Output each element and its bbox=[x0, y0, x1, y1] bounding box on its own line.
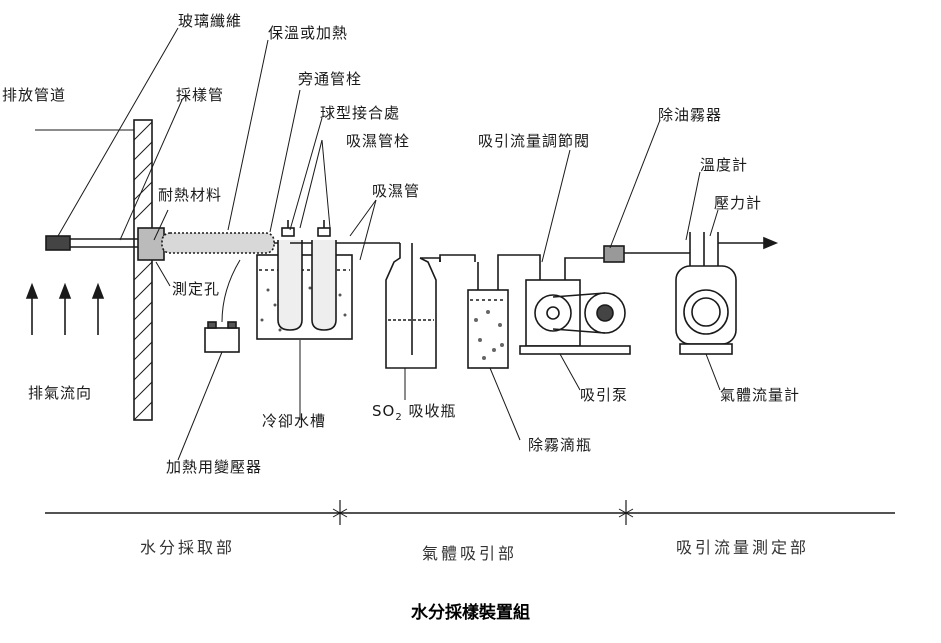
label-absorb-cock: 吸濕管栓 bbox=[346, 132, 411, 150]
label-pressure-gauge: 壓力計 bbox=[714, 194, 763, 212]
so2-bottle bbox=[385, 243, 476, 369]
duct-wall bbox=[133, 119, 153, 421]
heating-transformer bbox=[204, 259, 241, 353]
label-exhaust-flow: 排氣流向 bbox=[28, 384, 93, 402]
suction-pump bbox=[519, 257, 631, 355]
label-bypass-cock: 旁通管栓 bbox=[298, 70, 363, 88]
label-gas-meter: 氣體流量計 bbox=[720, 386, 801, 404]
mist-bottle bbox=[467, 254, 541, 369]
leader-lines bbox=[57, 27, 721, 461]
label-so2-bottle: SO2 吸收瓶 bbox=[372, 402, 457, 423]
label-suction-pump: 吸引泵 bbox=[580, 386, 629, 404]
section-gas-suction: 氣體吸引部 bbox=[422, 544, 518, 563]
oil-mist-remover bbox=[603, 245, 690, 263]
label-exhaust-duct: 排放管道 bbox=[2, 86, 67, 104]
section-flow-measurement: 吸引流量測定部 bbox=[676, 538, 810, 557]
label-ball-joint: 球型接合處 bbox=[320, 104, 401, 122]
label-cooling-bath: 冷卻水槽 bbox=[262, 412, 327, 430]
section-water-sampling: 水分採取部 bbox=[140, 538, 236, 557]
figure-caption: 水分採樣裝置組 bbox=[411, 603, 530, 623]
label-thermometer: 溫度計 bbox=[700, 156, 749, 174]
label-insulate-heat: 保溫或加熱 bbox=[268, 24, 349, 42]
label-mist-bottle: 除霧滴瓶 bbox=[528, 436, 593, 454]
section-divider bbox=[45, 500, 895, 525]
label-test-hole: 測定孔 bbox=[172, 280, 221, 298]
flow-arrows bbox=[25, 282, 105, 335]
label-sampling-tube: 採樣管 bbox=[176, 86, 225, 104]
cooling-bath bbox=[256, 220, 400, 340]
label-flow-valve: 吸引流量調節閥 bbox=[478, 132, 591, 150]
label-oil-mist-remover: 除油霧器 bbox=[658, 106, 723, 124]
gas-meter bbox=[675, 232, 779, 355]
label-absorb-tube: 吸濕管 bbox=[372, 182, 421, 200]
label-heating-transformer: 加熱用變壓器 bbox=[166, 458, 263, 476]
label-glass-fiber: 玻璃纖維 bbox=[178, 12, 243, 30]
label-heat-resist: 耐熱材料 bbox=[158, 186, 223, 204]
